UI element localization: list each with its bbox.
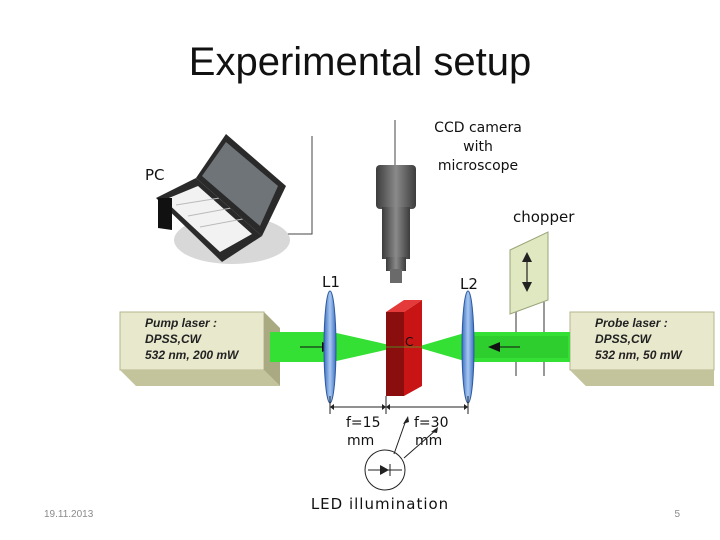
lens-2-label: L2	[460, 275, 478, 293]
lens-1	[323, 290, 337, 404]
pump-laser-line3: 532 nm, 200 mW	[145, 348, 240, 362]
ccd-camera-icon	[376, 165, 416, 283]
focal-length-2-value: f=30	[414, 415, 448, 431]
focal-length-2-unit: mm	[415, 433, 442, 449]
led-label: LED illumination	[311, 495, 449, 513]
pc-camera-cable	[262, 120, 396, 235]
chopper-icon	[509, 231, 549, 376]
pc-label: PC	[145, 166, 165, 184]
slide-page-number: 5	[674, 509, 680, 520]
chopper-label: chopper	[513, 208, 575, 226]
focal-distance-markers	[329, 396, 469, 414]
slide-date: 19.11.2013	[44, 509, 94, 520]
focal-length-1-unit: mm	[347, 433, 374, 449]
probe-laser-line1: Probe laser :	[595, 316, 668, 330]
pump-laser-box	[119, 311, 280, 386]
lens-2	[461, 290, 475, 404]
laptop-icon	[156, 134, 290, 264]
ccd-label-line2: with	[463, 139, 493, 155]
probe-laser-line2: DPSS,CW	[595, 332, 653, 346]
probe-laser-line3: 532 nm, 50 mW	[595, 348, 683, 362]
pump-laser-line2: DPSS,CW	[145, 332, 203, 346]
ccd-label-line1: CCD camera	[434, 120, 522, 136]
crystal-sample	[386, 300, 422, 396]
ccd-label-line3: microscope	[438, 158, 518, 174]
probe-laser-box	[569, 311, 715, 386]
crystal-label: C	[405, 335, 413, 349]
pump-laser-line1: Pump laser :	[145, 316, 217, 330]
ccd-camera-label: CCD camera with microscope	[434, 120, 522, 174]
slide-title: Experimental setup	[188, 40, 532, 84]
lens-1-label: L1	[322, 273, 340, 291]
focal-length-1-value: f=15	[346, 415, 380, 431]
led-icon	[364, 416, 438, 491]
